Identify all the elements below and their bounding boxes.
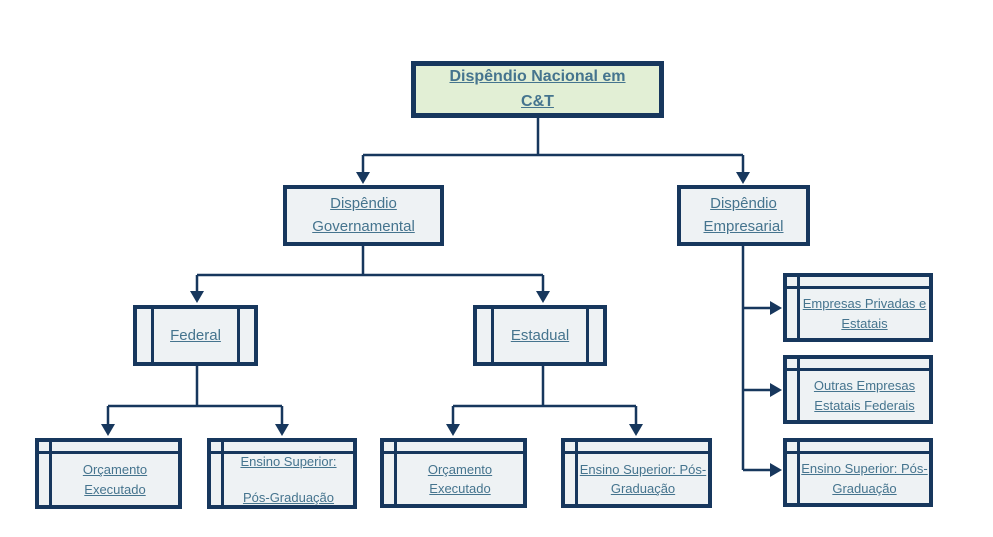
node-governamental-label[interactable]: Dispêndio Governamental xyxy=(312,195,415,235)
federal-inner-bar-right xyxy=(237,309,240,362)
node-fed-orcamento: Orçamento Executado xyxy=(35,438,182,509)
connector-root-to-level2 xyxy=(361,118,745,173)
node-emp-outras-label[interactable]: Outras Empresas Estatais Federais xyxy=(813,378,916,413)
connector-governamental-to-children xyxy=(195,245,545,291)
fed-orcamento-inner-line-left xyxy=(49,442,52,505)
node-federal: Federal xyxy=(133,305,258,366)
arrowhead-down-federal xyxy=(190,291,204,303)
arrowhead-down-fed-ensino xyxy=(275,424,289,436)
arrowhead-down-fed-orcamento xyxy=(101,424,115,436)
node-est-orcamento: Orçamento Executado xyxy=(380,438,527,508)
arrowhead-down-empresarial xyxy=(736,172,750,184)
arrowhead-right-emp-ensino xyxy=(770,463,782,477)
federal-inner-bar-left xyxy=(151,309,154,362)
node-empresarial-label[interactable]: Dispêndio Empresarial xyxy=(703,195,784,235)
est-ensino-inner-line-left xyxy=(575,442,578,504)
node-emp-outras: Outras Empresas Estatais Federais xyxy=(783,355,933,424)
est-ensino-inner-line-top xyxy=(565,451,708,454)
node-fed-ensino: Ensino Superior: Pós-Graduação xyxy=(207,438,357,509)
fed-ensino-inner-line-left xyxy=(221,442,224,505)
arrowhead-down-estadual xyxy=(536,291,550,303)
node-est-orcamento-label[interactable]: Orçamento Executado xyxy=(427,461,493,497)
node-emp-privadas: Empresas Privadas e Estatais xyxy=(783,273,933,342)
node-fed-ensino-label[interactable]: Ensino Superior: Pós-Graduação xyxy=(240,454,337,505)
emp-outras-inner-line-top xyxy=(787,368,929,371)
arrowhead-right-emp-privadas xyxy=(770,301,782,315)
emp-ensino-inner-line-left xyxy=(797,442,800,503)
connector-estadual-to-children xyxy=(451,366,638,424)
node-root-label[interactable]: Dispêndio Nacional em C&T xyxy=(449,67,626,110)
est-orcamento-inner-line-top xyxy=(384,451,523,454)
node-est-ensino: Ensino Superior: Pós-Graduação xyxy=(561,438,712,508)
fed-ensino-inner-line-top xyxy=(211,451,353,454)
arrowhead-down-est-ensino xyxy=(629,424,643,436)
node-emp-ensino: Ensino Superior: Pós-Graduação xyxy=(783,438,933,507)
est-orcamento-inner-line-left xyxy=(394,442,397,504)
node-empresarial: Dispêndio Empresarial xyxy=(677,185,810,246)
estadual-inner-bar-right xyxy=(586,309,589,362)
node-emp-ensino-label[interactable]: Ensino Superior: Pós-Graduação xyxy=(801,461,928,496)
node-estadual-label[interactable]: Estadual xyxy=(510,327,570,344)
node-root: Dispêndio Nacional em C&T xyxy=(411,61,664,118)
node-estadual: Estadual xyxy=(473,305,607,366)
connector-empresarial-to-children xyxy=(741,245,770,472)
node-est-ensino-label[interactable]: Ensino Superior: Pós-Graduação xyxy=(579,461,707,497)
fed-orcamento-inner-line-top xyxy=(39,451,178,454)
node-governamental: Dispêndio Governamental xyxy=(283,185,444,246)
emp-ensino-inner-line-top xyxy=(787,451,929,454)
arrowhead-right-emp-outras xyxy=(770,383,782,397)
connector-federal-to-children xyxy=(106,366,284,424)
node-fed-orcamento-label[interactable]: Orçamento Executado xyxy=(82,462,148,497)
node-emp-privadas-label[interactable]: Empresas Privadas e Estatais xyxy=(802,296,927,331)
emp-privadas-inner-line-left xyxy=(797,277,800,338)
arrowhead-down-est-orcamento xyxy=(446,424,460,436)
emp-privadas-inner-line-top xyxy=(787,286,929,289)
arrowhead-down-governamental xyxy=(356,172,370,184)
emp-outras-inner-line-left xyxy=(797,359,800,420)
estadual-inner-bar-left xyxy=(491,309,494,362)
node-federal-label[interactable]: Federal xyxy=(170,327,221,344)
